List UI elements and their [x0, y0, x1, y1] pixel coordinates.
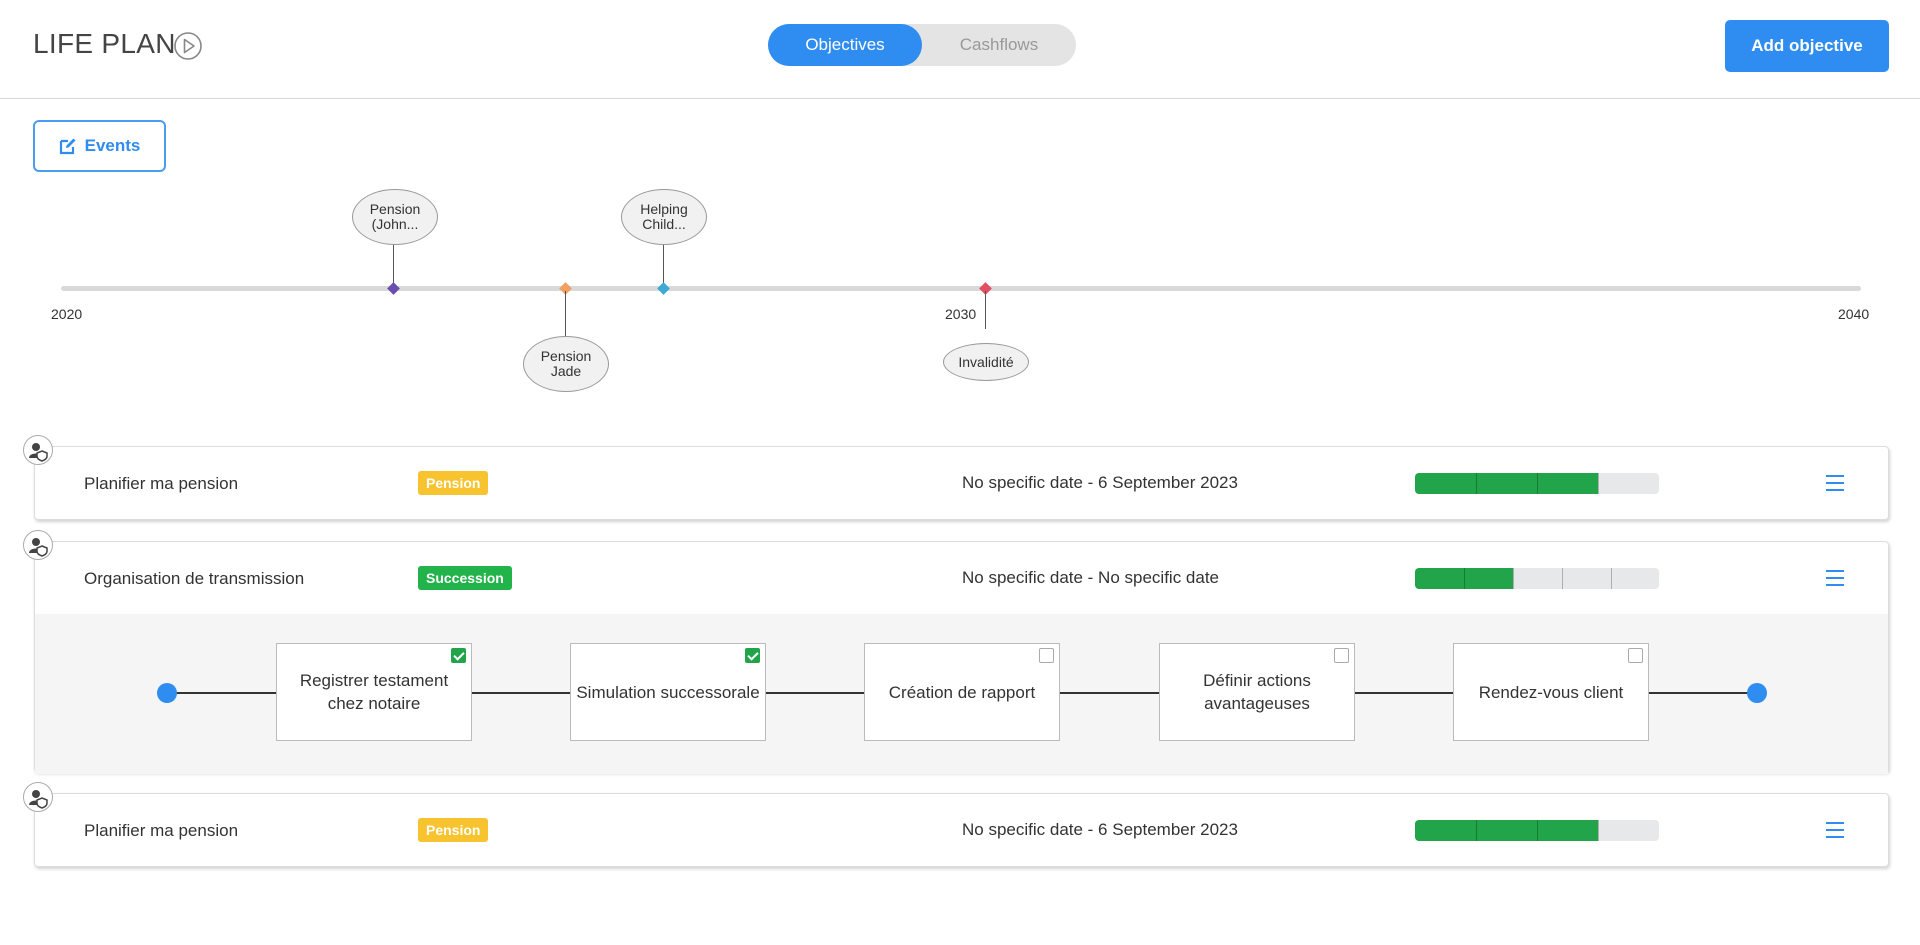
- step-card[interactable]: Définir actions avantageuses: [1159, 643, 1355, 741]
- event-label-line: Pension: [540, 348, 592, 364]
- progress-fill: [1415, 820, 1598, 841]
- progress-segment-divider: [1513, 568, 1514, 589]
- objective-progress-bar: [1415, 568, 1659, 589]
- step-checkbox[interactable]: [1334, 648, 1349, 663]
- timeline-event-stem: [985, 291, 986, 329]
- step-checkbox[interactable]: [1039, 648, 1054, 663]
- step-label: Simulation successorale: [576, 682, 760, 702]
- view-toggle: Objectives Cashflows: [768, 24, 1076, 66]
- timeline-event-pension-john[interactable]: Pension(John...: [352, 189, 438, 245]
- event-label-line: Pension: [369, 201, 421, 217]
- step-checkbox[interactable]: [745, 648, 760, 663]
- step-card[interactable]: Rendez-vous client: [1453, 643, 1649, 741]
- objective-row: Planifier ma pension Pension No specific…: [35, 447, 1888, 519]
- step-card[interactable]: Création de rapport: [864, 643, 1060, 741]
- progress-segment-divider: [1562, 568, 1563, 589]
- timeline-event-marker: [657, 282, 670, 295]
- steps-end-dot: [1747, 683, 1767, 703]
- step-label: Création de rapport: [888, 682, 1036, 702]
- objective-tag: Pension: [418, 471, 489, 495]
- tab-objectives[interactable]: Objectives: [768, 24, 922, 66]
- timeline-year-end: 2040: [1838, 306, 1870, 322]
- objective-card[interactable]: Planifier ma pension Pension No specific…: [23, 435, 1889, 520]
- user-shield-icon: [23, 782, 53, 812]
- objective-name: Organisation de transmission: [84, 569, 305, 588]
- step-card[interactable]: Simulation successorale: [570, 643, 766, 741]
- progress-fill: [1415, 473, 1598, 494]
- steps-start-dot: [157, 683, 177, 703]
- objective-tag: Pension: [418, 818, 489, 842]
- step-checkbox[interactable]: [451, 648, 466, 663]
- progress-segment-divider: [1611, 568, 1612, 589]
- progress-segment-divider: [1537, 473, 1538, 494]
- progress-segment-divider: [1598, 473, 1599, 494]
- timeline-axis: [61, 286, 1861, 291]
- events-button-label: Events: [84, 136, 141, 155]
- progress-segment-divider: [1598, 820, 1599, 841]
- hamburger-menu-icon[interactable]: [1826, 570, 1844, 586]
- tab-cashflows[interactable]: Cashflows: [959, 35, 1039, 54]
- progress-segment-divider: [1476, 820, 1477, 841]
- objective-progress-bar: [1415, 473, 1659, 494]
- progress-segment-divider: [1476, 473, 1477, 494]
- hamburger-menu-icon[interactable]: [1826, 822, 1844, 838]
- progress-fill: [1415, 568, 1513, 589]
- timeline-event-stem: [663, 244, 664, 288]
- play-circle-icon[interactable]: [173, 31, 202, 60]
- timeline-event-stem: [565, 291, 566, 337]
- timeline-year-start: 2020: [51, 306, 83, 322]
- step-label: Définir actions avantageuses: [1203, 671, 1311, 713]
- timeline-event-invalidite[interactable]: Invalidité: [943, 343, 1029, 381]
- objective-date: No specific date - 6 September 2023: [962, 473, 1238, 492]
- step-label: Rendez-vous client: [1478, 682, 1624, 702]
- add-objective-button[interactable]: Add objective: [1725, 20, 1889, 72]
- step-card[interactable]: Registrer testament chez notaire: [276, 643, 472, 741]
- objective-card[interactable]: Organisation de transmission Succession …: [23, 530, 1889, 774]
- step-label: Registrer testament chez notaire: [299, 671, 449, 713]
- objective-card[interactable]: Planifier ma pension Pension No specific…: [23, 782, 1889, 867]
- objective-name: Planifier ma pension: [84, 474, 239, 493]
- events-button[interactable]: Events: [33, 120, 166, 172]
- event-label-line: (John...: [371, 216, 419, 232]
- user-shield-icon: [23, 530, 53, 560]
- timeline-year-mid: 2030: [945, 306, 977, 322]
- progress-segment-divider: [1537, 820, 1538, 841]
- timeline-event-stem: [393, 244, 394, 288]
- timeline-event-marker: [387, 282, 400, 295]
- event-label-line: Helping: [640, 201, 688, 217]
- page-title: LIFE PLAN: [33, 28, 176, 59]
- objective-row: Planifier ma pension Pension No specific…: [35, 794, 1888, 866]
- event-label-line: Child...: [642, 216, 686, 232]
- objective-date: No specific date - No specific date: [962, 568, 1220, 587]
- objective-progress-bar: [1415, 820, 1659, 841]
- user-shield-icon: [23, 435, 53, 465]
- event-label-line: Invalidité: [958, 353, 1014, 370]
- objective-row: Organisation de transmission Succession …: [35, 542, 1888, 614]
- step-checkbox[interactable]: [1628, 648, 1643, 663]
- objective-tag: Succession: [418, 566, 512, 590]
- progress-segment-divider: [1464, 568, 1465, 589]
- page-header: LIFE PLAN Objectives Cashflows Add objec…: [0, 0, 1920, 99]
- objective-steps-panel: Registrer testament chez notaire Simulat…: [35, 614, 1888, 774]
- objective-date: No specific date - 6 September 2023: [962, 820, 1238, 839]
- objective-name: Planifier ma pension: [84, 821, 239, 840]
- event-label-line: Jade: [550, 363, 582, 379]
- edit-icon: [59, 138, 76, 155]
- hamburger-menu-icon[interactable]: [1826, 475, 1844, 491]
